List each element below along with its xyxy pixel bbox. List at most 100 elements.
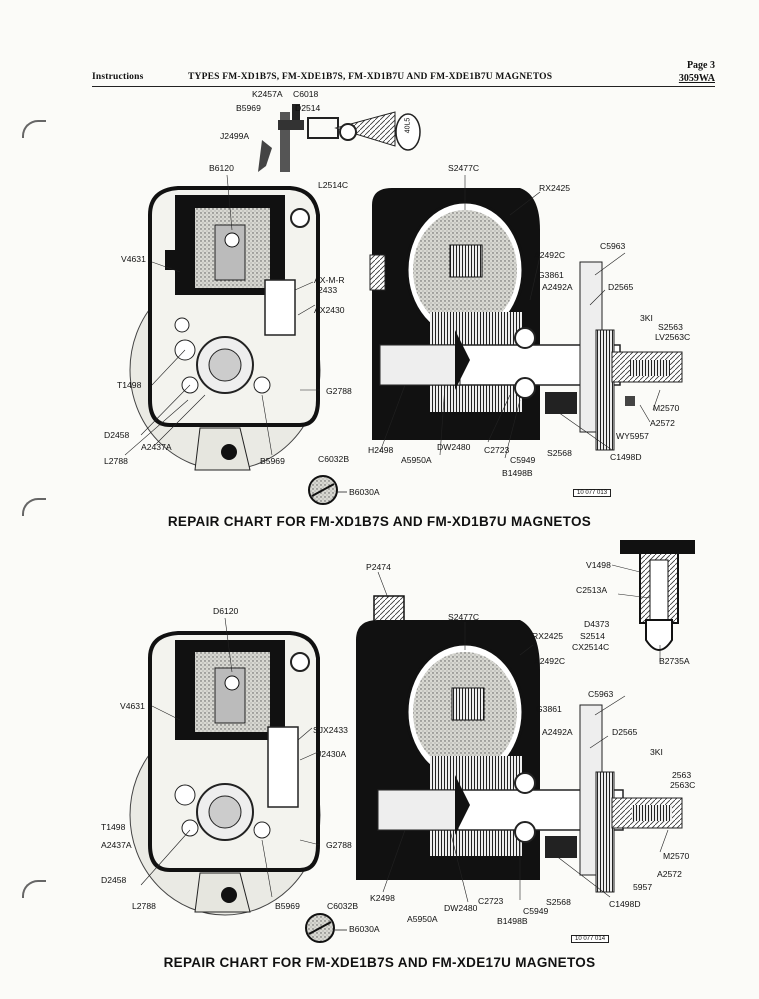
label-wy5957: WY5957 <box>616 431 649 441</box>
label-rx2425: RX2425 <box>532 631 564 641</box>
label-3k1: 3KI <box>640 313 653 323</box>
label-c5949: C5949 <box>523 906 549 916</box>
label-b1498b: B1498B <box>497 916 528 926</box>
label-a2492c: A2492C <box>534 656 566 666</box>
figure1-tag: 10 077 013 <box>573 489 612 497</box>
label-d2565: D2565 <box>612 727 638 737</box>
binder-hole-mark <box>22 498 46 516</box>
label-a2492a: A2492A <box>542 727 573 737</box>
label-s2568: S2568 <box>546 897 571 907</box>
binder-hole-mark <box>22 880 46 898</box>
label-m2570: M2570 <box>663 851 690 861</box>
part-stamp: 40L5 <box>404 117 412 134</box>
label-c2723: C2723 <box>478 896 504 906</box>
label-c1498d: C1498D <box>609 899 641 909</box>
label-d2458: D2458 <box>104 430 130 440</box>
label-a2437a: A2437A <box>101 840 132 850</box>
label-a2492c: A2492C <box>534 250 566 260</box>
figure2-tag: 10 077 014 <box>571 935 610 943</box>
label-c5963: C5963 <box>600 241 626 251</box>
label-b5969-top: B5969 <box>236 103 261 113</box>
label-rx2425: RX2425 <box>539 183 571 193</box>
label-5957: 5957 <box>633 882 653 892</box>
label-g2788: G2788 <box>326 840 352 850</box>
label-s2477c: S2477C <box>448 163 480 173</box>
figure2-caption: REPAIR CHART FOR FM-XDE1B7S AND FM-XDE17… <box>163 955 596 970</box>
label-s2563: S2563 <box>658 322 683 332</box>
label-dw2480: DW2480 <box>437 442 471 452</box>
label-b6030a: B6030A <box>349 924 380 934</box>
label-b6120: B6120 <box>209 163 234 173</box>
label-a2437a: A2437A <box>141 442 172 452</box>
magnifier-detail-2 <box>305 913 347 943</box>
label-cx2514c: CX2514C <box>572 642 610 652</box>
label-j2499a: J2499A <box>220 131 250 141</box>
label-b1498b: B1498B <box>502 468 533 478</box>
figure1-leaders <box>124 174 661 459</box>
label-2563: 2563 <box>672 770 692 780</box>
label-t1498: T1498 <box>101 822 126 832</box>
label-p2474: P2474 <box>366 562 391 572</box>
top-detail-parts <box>258 104 421 172</box>
label-g3861: G3861 <box>536 704 562 714</box>
label-k2498: K2498 <box>370 893 395 903</box>
label-b5969: B5969 <box>260 456 285 466</box>
label-c5963: C5963 <box>588 689 614 699</box>
label-j2430a: J2430A <box>317 749 347 759</box>
label-k2457a: K2457A <box>252 89 283 99</box>
breaker-housing-2 <box>129 631 321 916</box>
label-sjx2433: SJX2433 <box>313 725 348 735</box>
figure2-top-plug <box>620 540 695 651</box>
label-l2788: L2788 <box>132 901 156 911</box>
header-rule <box>92 86 715 87</box>
label-a5950a: A5950A <box>407 914 438 924</box>
label-ax2430: AX2430 <box>314 305 345 315</box>
label-2563c: 2563C <box>670 780 696 790</box>
figure2-leaders <box>140 564 669 903</box>
label-m2570: M2570 <box>653 403 680 413</box>
magneto-body <box>369 188 683 451</box>
label-3k1: 3KI <box>650 747 663 757</box>
label-b6030a: B6030A <box>349 487 380 497</box>
label-c2723: C2723 <box>484 445 510 455</box>
label-v1498: V1498 <box>586 560 611 570</box>
label-l2788: L2788 <box>104 456 128 466</box>
binder-hole-mark <box>22 120 46 138</box>
label-c5949: C5949 <box>510 455 536 465</box>
figure1-caption: REPAIR CHART FOR FM-XD1B7S AND FM-XD1B7U… <box>167 514 592 529</box>
breaker-housing <box>129 186 321 471</box>
label-b5969: B5969 <box>275 901 300 911</box>
page-label: Page 3 <box>686 60 715 71</box>
label-a5950a: A5950A <box>401 455 432 465</box>
label-c6032b: C6032B <box>318 454 350 464</box>
label-c6018: C6018 <box>293 89 319 99</box>
label-c1498d: C1498D <box>610 452 642 462</box>
label-c2513a: C2513A <box>576 585 608 595</box>
label-a2572: A2572 <box>650 418 675 428</box>
label-d4373: D4373 <box>584 619 610 629</box>
label-g3861: G3861 <box>538 270 564 280</box>
label-h2498: H2498 <box>368 445 394 455</box>
label-s2477c: S2477C <box>448 612 480 622</box>
label-v4631: V4631 <box>120 701 145 711</box>
label-t1498: T1498 <box>117 380 142 390</box>
page-number-block: Page 3 3059WA <box>679 59 715 85</box>
magneto-body-2 <box>356 595 683 893</box>
label-ax-m-r: AX-M-R <box>314 275 345 285</box>
label-s2514: S2514 <box>580 631 605 641</box>
label-g2788: G2788 <box>326 386 352 396</box>
label-d2514: D2514 <box>295 103 321 113</box>
label-d2565: D2565 <box>608 282 634 292</box>
label-a2572: A2572 <box>657 869 682 879</box>
label-d6120: D6120 <box>213 606 239 616</box>
label-c6032b: C6032B <box>327 901 359 911</box>
label-b2735a: B2735A <box>659 656 690 666</box>
label-2433: 2433 <box>318 285 338 295</box>
header-instructions: Instructions <box>92 72 144 82</box>
doc-number: 3059WA <box>678 73 715 84</box>
label-a2492a: A2492A <box>542 282 573 292</box>
label-v4631: V4631 <box>121 254 146 264</box>
header-title: TYPES FM-XD1B7S, FM-XDE1B7S, FM-XD1B7U A… <box>188 72 553 82</box>
label-dw2480: DW2480 <box>444 903 478 913</box>
